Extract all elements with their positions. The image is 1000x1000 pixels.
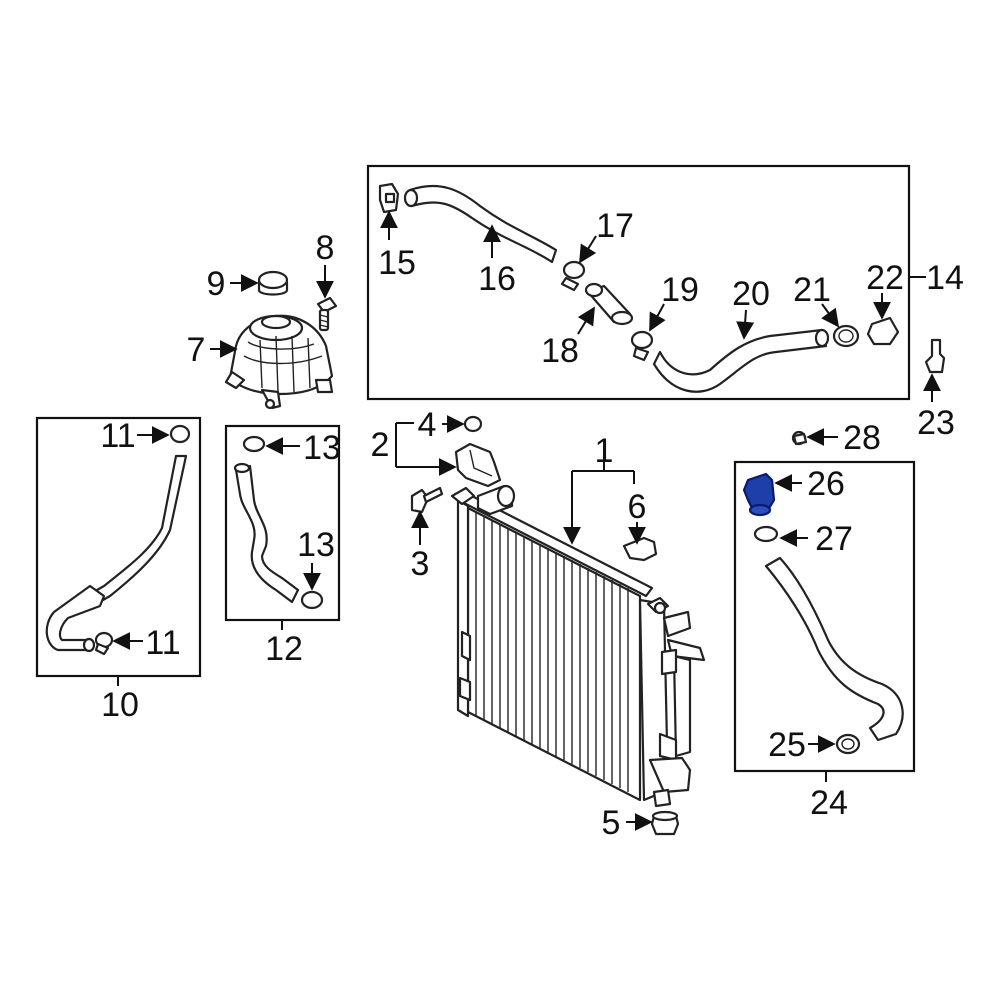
callout-24: 24 [810,784,848,822]
bolt-3 [410,486,444,514]
hose-clamp-27 [753,525,779,543]
mount-bracket-2 [454,442,502,488]
callout-27: 27 [815,520,853,558]
callout-11-bottom: 11 [145,624,180,662]
hose-clamp-25 [835,733,861,755]
callout-5: 5 [602,804,621,842]
callout-26: 26 [807,465,845,503]
radiator [450,484,706,808]
callout-10: 10 [101,686,139,724]
hose-clamp-21 [832,324,860,348]
callout-labels: 1 2 3 4 5 6 7 8 9 10 11 11 12 13 13 14 1… [100,207,964,842]
nut-4 [463,415,483,433]
hose-group-box-24 [733,460,916,773]
hose-clip-15 [378,182,400,214]
callout-21: 21 [793,271,831,309]
coolant-reservoir [224,314,334,410]
hose-12 [233,462,300,604]
callout-3: 3 [411,545,430,583]
callout-16: 16 [478,260,516,298]
callout-6: 6 [628,488,647,526]
callout-17: 17 [596,207,634,245]
upper-radiator-hose [403,185,558,264]
lower-hose-20 [652,328,830,393]
sensor-23 [924,338,946,374]
callout-2: 2 [371,426,390,464]
callout-11-top: 11 [100,417,135,455]
hose-clamp-13-bottom [300,590,324,610]
reservoir-bolt [316,296,338,332]
callout-20: 20 [732,275,770,313]
callout-28: 28 [843,419,881,457]
highlight-ring [748,503,772,517]
callout-13-bottom: 13 [297,526,335,564]
callout-14: 14 [926,259,964,297]
callout-22: 22 [866,259,904,297]
hose-clamp-19 [630,330,654,362]
hose-connector-18 [584,282,634,326]
callout-4: 4 [418,406,437,444]
callout-9: 9 [207,265,226,303]
leader-lines [112,210,941,831]
hose-clamp-11-top [169,424,191,444]
hose-clamp-13-top [242,435,266,453]
callout-12: 12 [265,630,303,668]
callout-23: 23 [917,404,955,442]
hose-24 [764,556,904,742]
hose-fitting-22 [866,316,900,346]
callout-19: 19 [661,271,699,309]
callout-13-top: 13 [303,429,341,467]
callout-7: 7 [187,331,206,369]
callout-25: 25 [768,726,806,764]
grommet-5 [650,810,680,836]
hose-10 [45,454,188,653]
callout-1: 1 [595,432,614,470]
reservoir-cap [257,270,289,296]
drain-plug-6 [622,536,658,562]
callout-8: 8 [316,229,335,267]
callout-15: 15 [378,244,416,282]
callout-18: 18 [541,332,579,370]
outlet-fitting-26 [742,472,776,517]
clip-28 [791,430,808,446]
hose-clamp-17 [560,260,586,292]
hose-clamp-11-bottom [94,631,114,656]
hose-group-box-14 [366,164,911,401]
